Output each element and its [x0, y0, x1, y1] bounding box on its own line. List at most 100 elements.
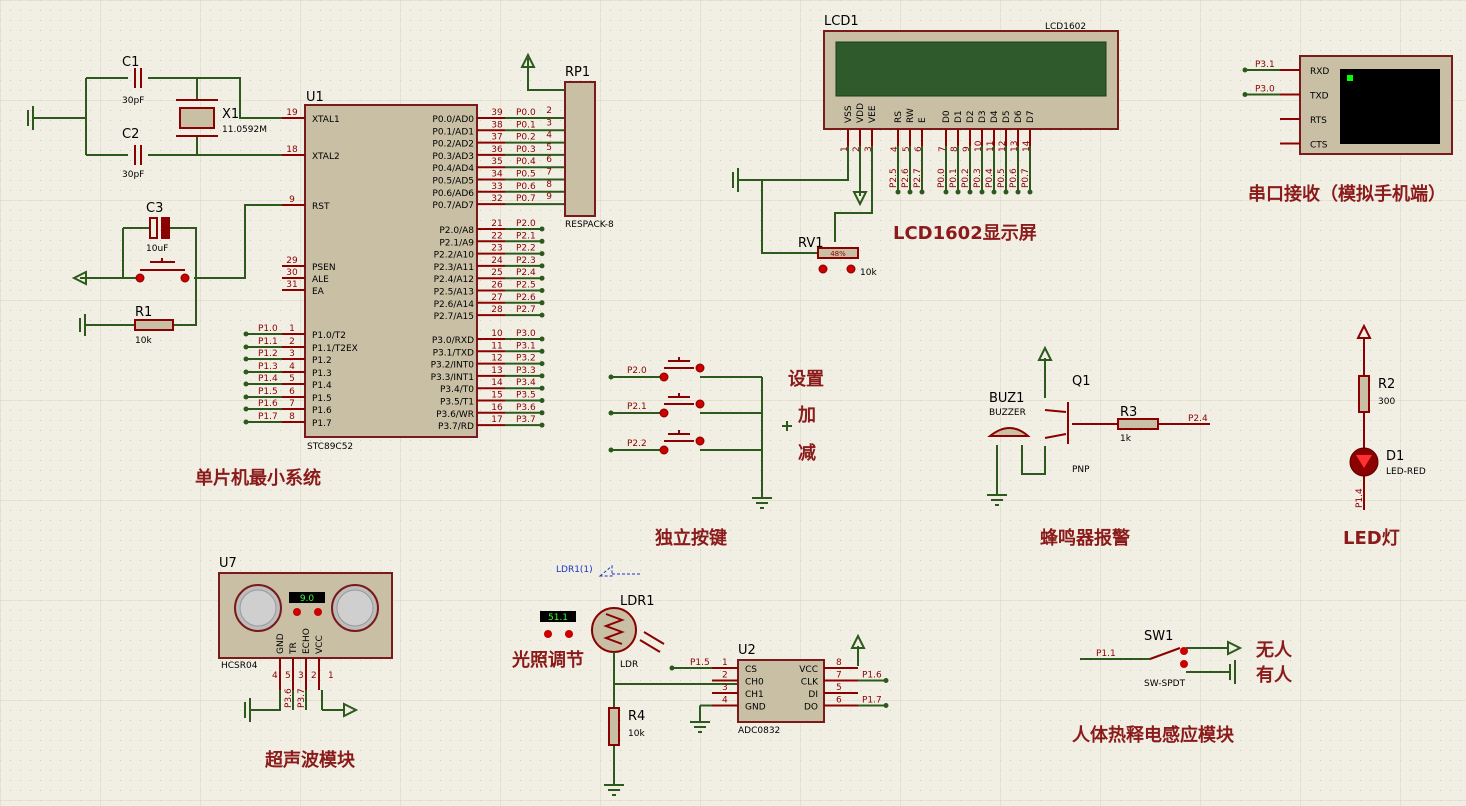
key-add-label: 加 [797, 405, 816, 426]
u1-pin-name: P3.2/INT0 [431, 361, 475, 371]
u1-pin-number: 3 [289, 349, 295, 359]
u1-pin-number: 10 [491, 329, 503, 339]
pir-none-label: 无人 [1256, 640, 1293, 661]
u1-pin-number: 17 [491, 415, 502, 425]
ldr-display: 51.1 [548, 613, 568, 623]
lcd-net-label: P2.5 [889, 168, 899, 188]
lcd-pin-name: E [918, 117, 928, 123]
u1-net-label: P1.3 [258, 362, 278, 372]
lcd-net-label: P0.3 [973, 168, 983, 188]
lcd-net-label: P0.4 [985, 168, 995, 188]
lcd1-ref: LCD1 [824, 14, 859, 29]
u1-pin-name: P2.2/A10 [434, 251, 475, 261]
q1-part: PNP [1072, 465, 1090, 475]
c2-ref: C2 [122, 127, 139, 142]
adc-pin-name: GND [745, 703, 766, 713]
u1-net-label: P3.7 [516, 415, 536, 425]
adc0832-chip[interactable] [737, 659, 825, 723]
u2-ref: U2 [738, 643, 756, 658]
lcd-pin-name: D5 [1002, 110, 1012, 123]
adc-pin-name: DI [808, 690, 818, 700]
u1-net-label: P0.4 [516, 157, 536, 167]
u1-pin-name: P3.5/T1 [440, 398, 474, 408]
u1-pin-name: XTAL1 [312, 115, 340, 125]
u1-net-label: P3.3 [516, 366, 536, 376]
u1-pin-name: ALE [312, 275, 329, 285]
key-set-label: 设置 [788, 369, 824, 390]
d1-part: LED-RED [1386, 467, 1426, 477]
rp1-ref: RP1 [565, 65, 590, 80]
rv1-ref: RV1 [798, 236, 824, 251]
rp1-respack[interactable] [564, 81, 596, 217]
rv1-reading: 48% [830, 250, 846, 258]
r3-value: 1k [1120, 434, 1132, 444]
u1-pin-name: P3.1/TXD [433, 348, 474, 358]
adc-pin-number: 6 [836, 696, 842, 706]
terminal-pin-name: CTS [1310, 141, 1328, 151]
buzzer-net: P2.4 [1188, 414, 1208, 424]
r1-ref: R1 [135, 305, 152, 320]
key-sub-label: 减 [798, 442, 816, 464]
r1-value: 10k [135, 336, 152, 346]
lcd-pin-number: 5 [902, 146, 912, 152]
u1-pin-name: P3.3/INT1 [431, 373, 474, 383]
u1-pin-name: P1.4 [312, 381, 332, 391]
section-title-buzzer: 蜂鸣器报警 [1040, 527, 1130, 549]
u7-ref: U7 [219, 556, 237, 571]
lcd-pin-number: 10 [974, 140, 984, 152]
u1-net-label: P0.6 [516, 182, 536, 192]
lcd-pin-name: D0 [942, 110, 952, 123]
u1-pin-name: P0.0/AD0 [432, 115, 474, 125]
lcd-pin-name: D3 [978, 110, 988, 123]
adc-pin-number: 5 [836, 683, 842, 693]
lcd-pin-name: RW [906, 108, 916, 123]
r3-ref: R3 [1120, 405, 1137, 420]
u1-pin-number: 25 [491, 268, 502, 278]
u1-pin-number: 29 [286, 256, 298, 266]
u1-pin-number: 39 [491, 108, 503, 118]
u1-chip[interactable] [304, 104, 478, 438]
hcsr04-pin-number: 1 [328, 671, 334, 681]
u1-pin-name: P1.6 [312, 406, 332, 416]
u1-pin-name: EA [312, 287, 325, 297]
u1-part: STC89C52 [307, 442, 353, 452]
u1-pin-name: P1.1/T2EX [312, 344, 358, 354]
x1-value: 11.0592M [222, 125, 267, 135]
hcsr04-pin-name: GND [276, 633, 286, 654]
pir-present-label: 有人 [1256, 664, 1293, 686]
u1-ref: U1 [306, 90, 324, 105]
section-title-led: LED灯 [1343, 528, 1400, 549]
rp1-pin-number: 9 [546, 192, 552, 202]
section-title-keys: 独立按键 [655, 527, 727, 549]
rv1-value: 10k [860, 268, 877, 278]
u1-net-label: P3.5 [516, 391, 536, 401]
lcd-pin-number: 3 [864, 146, 874, 152]
lcd-pin-name: D6 [1014, 110, 1024, 123]
u1-right-pins: 39P0.0/AD0P0.038P0.1/AD1P0.137P0.2/AD2P0… [431, 108, 565, 432]
u1-pin-number: 12 [491, 354, 502, 364]
lcd-pin-number: 2 [852, 146, 862, 152]
r4-value: 10k [628, 729, 645, 739]
u1-pin-number: 22 [491, 231, 502, 241]
adc-net-label: P1.6 [862, 671, 882, 681]
led-net: P1.4 [1355, 488, 1365, 508]
u1-pin-number: 4 [289, 362, 295, 372]
lcd-net-label: P0.1 [949, 168, 959, 188]
lcd-pin-number: 1 [840, 146, 850, 152]
u1-pin-number: 7 [289, 399, 295, 409]
buz1-part: BUZZER [989, 408, 1026, 418]
u1-pin-number: 18 [286, 145, 298, 155]
u1-pin-name: P0.1/AD1 [432, 127, 474, 137]
ldr1-part: LDR [620, 660, 638, 670]
adc-pin-number: 3 [722, 683, 728, 693]
u1-pin-number: 24 [491, 256, 503, 266]
u1-pin-name: P2.7/A15 [434, 312, 474, 322]
u1-pin-name: P3.0/RXD [432, 336, 474, 346]
u1-net-label: P3.4 [516, 378, 536, 388]
u1-net-label: P2.5 [516, 281, 536, 291]
adc-pin-name: DO [804, 703, 818, 713]
u1-pin-number: 11 [491, 341, 502, 351]
ldr-probe: LDR1(1) [556, 565, 593, 575]
